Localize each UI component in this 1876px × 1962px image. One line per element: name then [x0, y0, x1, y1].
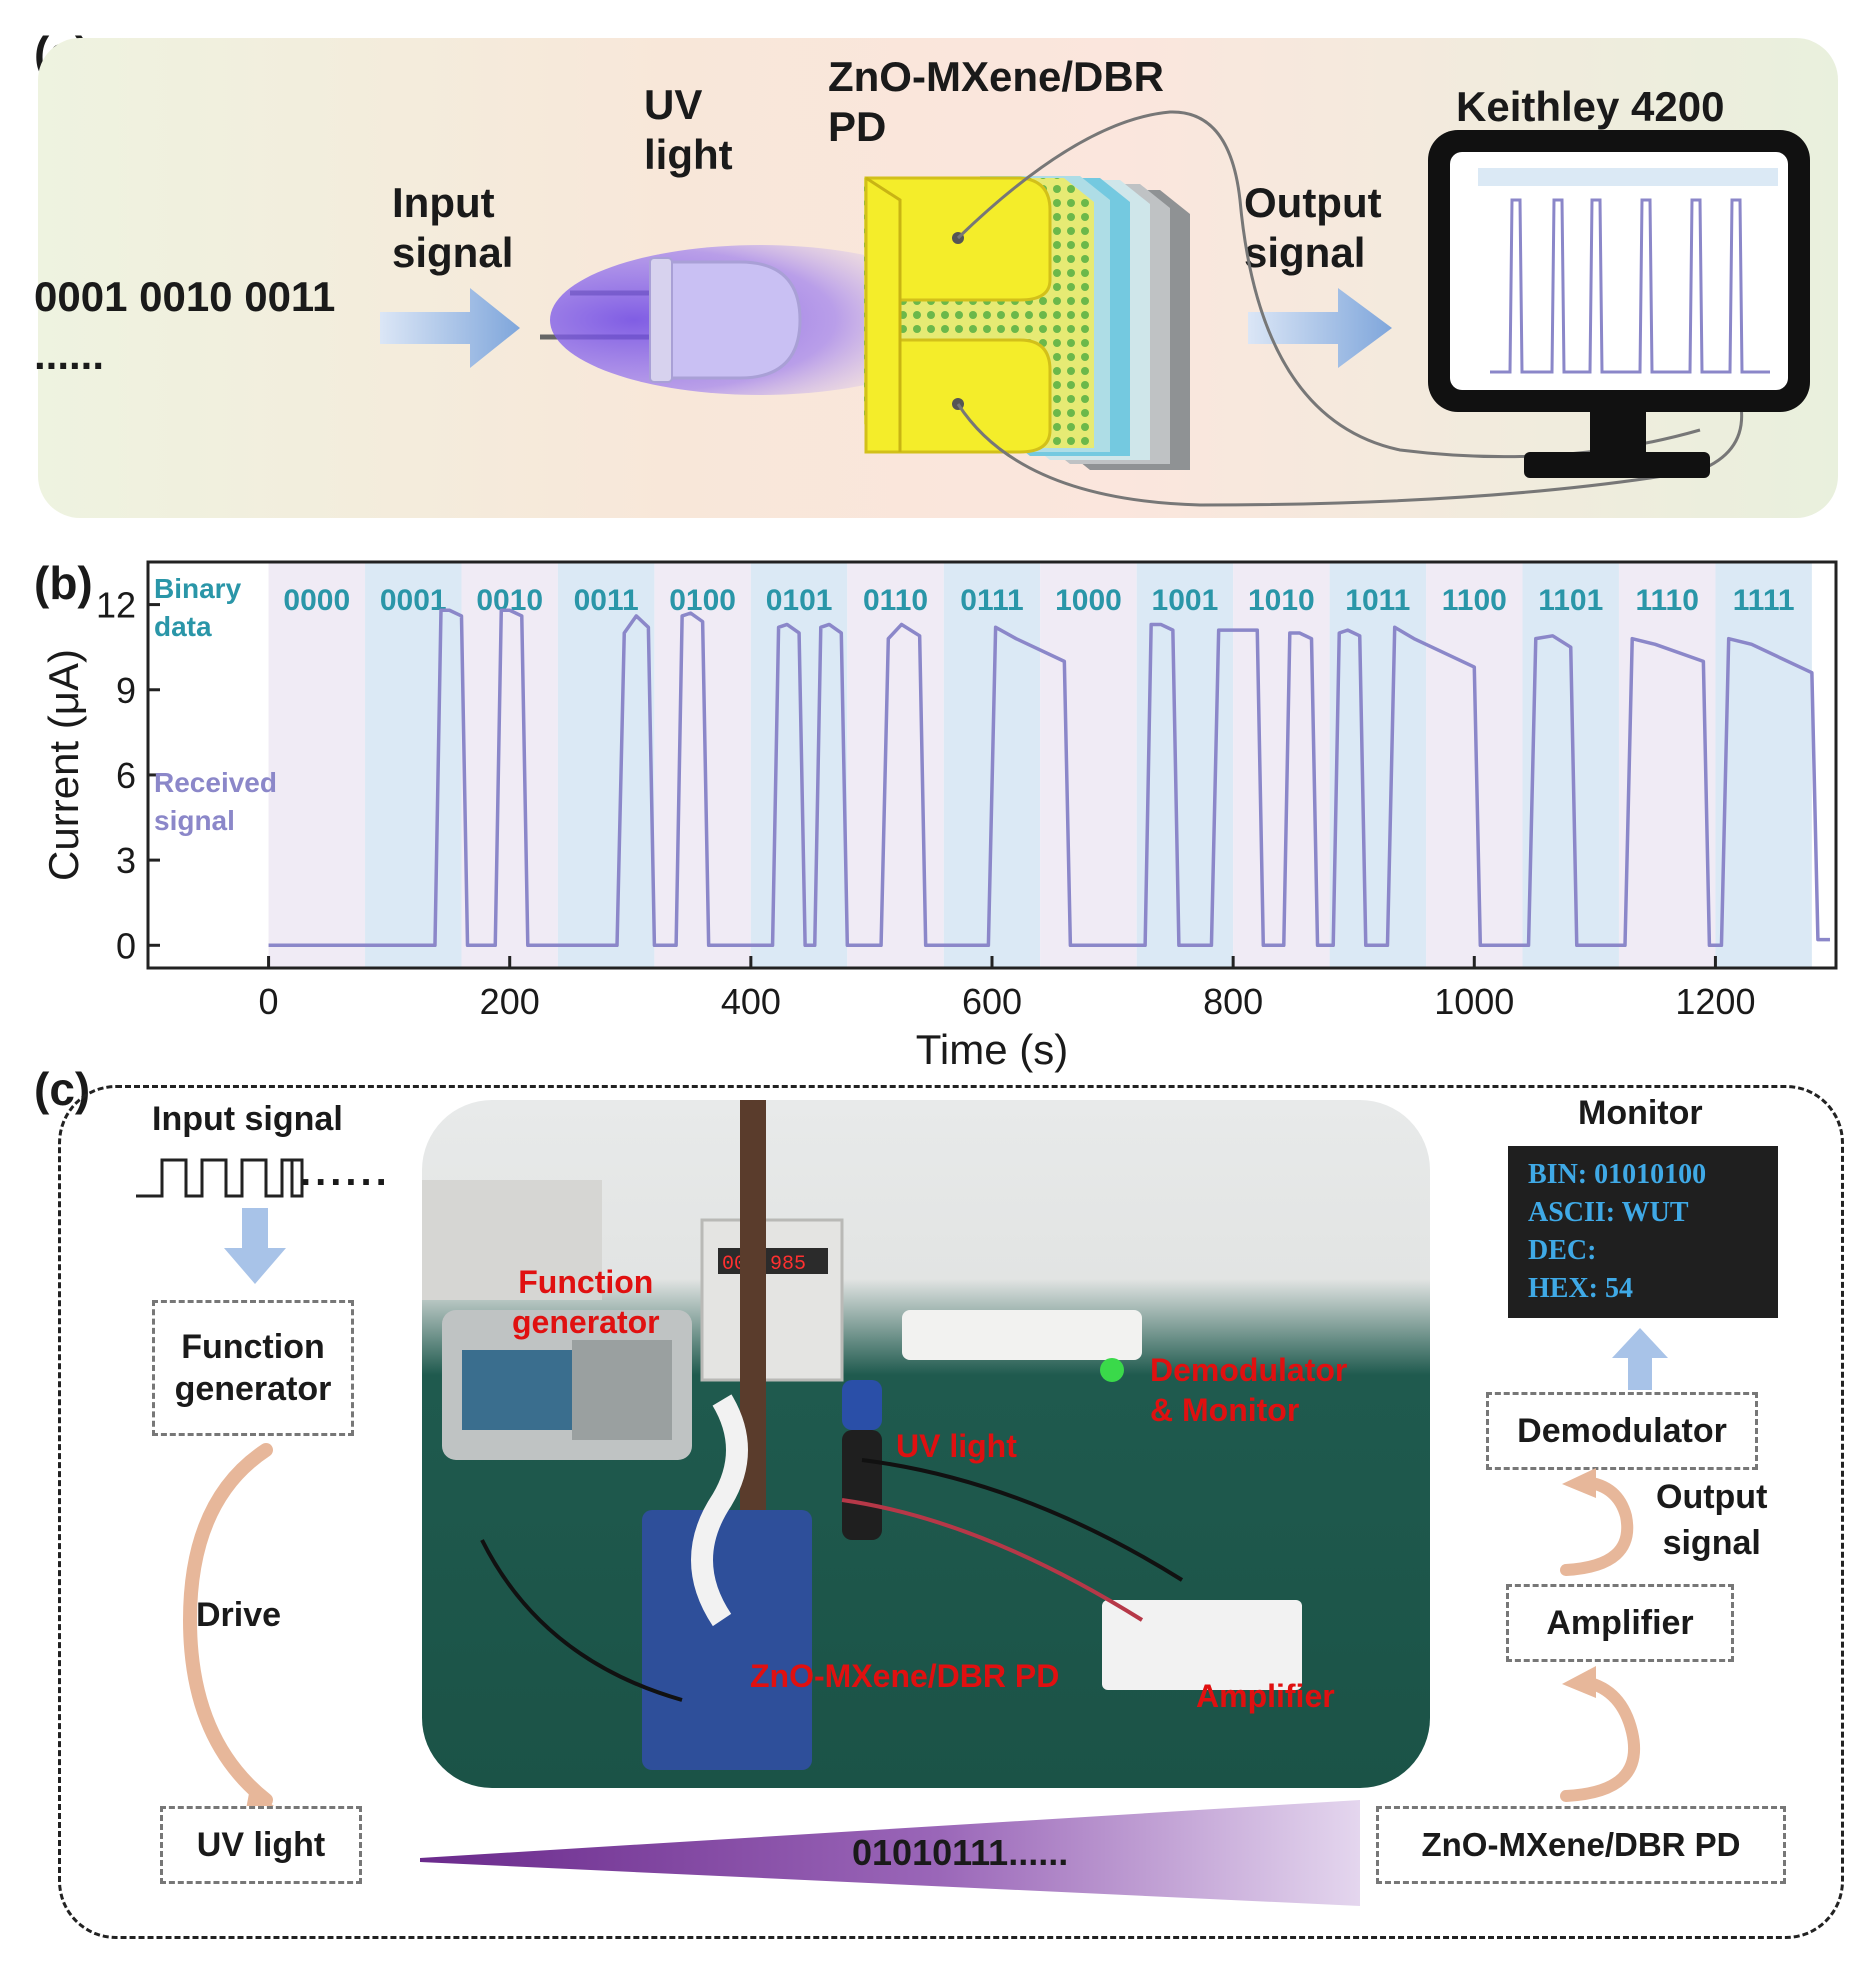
photo-label-uv-light: UV light — [896, 1428, 1017, 1464]
amplifier-box: Amplifier — [1506, 1584, 1734, 1662]
input-ellipsis: ...... — [34, 331, 105, 378]
y-tick-label: 6 — [116, 755, 136, 796]
photo-label-device: ZnO-MXene/DBR PD — [750, 1658, 1060, 1694]
monitor-title: Monitor — [1578, 1094, 1703, 1132]
photo-label-amplifier: Amplifier — [1196, 1678, 1335, 1714]
photo-label-demodulator: Demodulator & Monitor — [1150, 1352, 1348, 1428]
code-label: 0111 — [960, 584, 1023, 617]
code-label: 1000 — [1055, 584, 1122, 617]
code-label: 1001 — [1152, 584, 1219, 617]
panel-b-label: (b) — [34, 557, 93, 609]
setup-photo-graphics: 000 985 — [422, 1100, 1302, 1770]
instrument-label: Keithley 4200 — [1456, 83, 1725, 130]
x-tick-label: 1000 — [1434, 981, 1514, 1022]
input-arrow-icon — [380, 288, 520, 368]
monitor-line-dec: DEC: — [1528, 1235, 1597, 1266]
y-tick-label: 12 — [96, 585, 136, 626]
code-label: 0100 — [669, 584, 736, 617]
input-bits: 0001 0010 0011 — [34, 273, 336, 320]
down-arrow-icon — [224, 1208, 286, 1284]
input-curve-arrow-icon — [1560, 1666, 1641, 1802]
code-label: 0000 — [283, 584, 350, 617]
code-label: 0011 — [574, 584, 639, 617]
y-tick-label: 9 — [116, 670, 136, 711]
output-signal-c-label: Output signal — [1656, 1478, 1768, 1562]
output-signal-label: Output signal — [1244, 179, 1382, 276]
up-arrow-icon — [1612, 1328, 1668, 1390]
drive-label: Drive — [196, 1596, 282, 1634]
code-label: 1111 — [1733, 584, 1795, 617]
code-label: 0001 — [380, 584, 447, 617]
wave-ellipsis: ...... — [300, 1150, 391, 1194]
x-tick-label: 800 — [1203, 981, 1263, 1022]
code-label: 1011 — [1345, 584, 1410, 617]
code-shade — [847, 562, 944, 968]
received-signal-trace — [268, 608, 1830, 948]
photodetector-icon — [864, 176, 1190, 470]
received-signal-label: Received signal — [154, 767, 277, 836]
uv-light-box: UV light — [160, 1806, 362, 1884]
square-wave-icon — [136, 1158, 304, 1198]
input-signal-title: Input signal — [152, 1100, 343, 1138]
function-generator-box: Function generator — [152, 1300, 354, 1436]
code-shade — [557, 562, 655, 968]
x-tick-label: 0 — [259, 981, 279, 1022]
x-tick-label: 1200 — [1675, 981, 1755, 1022]
x-tick-label: 600 — [962, 981, 1022, 1022]
x-tick-label: 400 — [721, 981, 781, 1022]
code-shade — [1329, 562, 1427, 968]
code-label: 1100 — [1442, 584, 1507, 617]
code-shade — [1715, 562, 1812, 968]
x-tick-label: 200 — [480, 981, 540, 1022]
y-axis-label: Current (μA) — [40, 649, 87, 881]
code-label: 1101 — [1538, 584, 1603, 617]
photodetector-box: ZnO-MXene/DBR PD — [1376, 1806, 1786, 1884]
code-shade — [1426, 562, 1523, 968]
x-axis-label: Time (s) — [916, 1026, 1068, 1073]
output-curve-arrow-icon — [1560, 1468, 1634, 1576]
code-label: 1110 — [1635, 584, 1698, 617]
panel-a-graphics — [380, 110, 1810, 507]
code-shade — [1618, 562, 1716, 968]
code-label: 0101 — [766, 584, 833, 617]
code-shade — [1040, 562, 1137, 968]
y-tick-label: 3 — [116, 840, 136, 881]
monitor-line-hex: HEX: 54 — [1528, 1273, 1633, 1304]
setup-photo: 000 985 — [422, 1100, 1430, 1788]
monitor-icon — [1428, 130, 1810, 478]
code-shade — [268, 562, 366, 968]
bitstream-wedge — [420, 1800, 1360, 1906]
code-shade — [461, 562, 558, 968]
monitor-line-bin: BIN: 01010100 — [1528, 1159, 1707, 1190]
code-label: 1010 — [1248, 584, 1315, 617]
bitstream-text: 01010111...... — [852, 1832, 1069, 1873]
output-arrow-icon — [1248, 288, 1392, 368]
code-shading — [268, 562, 1812, 968]
y-axis-ticks: 0 3 6 9 12 — [96, 585, 160, 966]
code-shade — [1522, 562, 1619, 968]
y-tick-label: 0 — [116, 925, 136, 966]
code-shade — [365, 562, 462, 968]
panel-c-frame — [58, 1085, 1844, 1939]
binary-data-label: Binary data — [154, 573, 242, 642]
code-shade — [750, 562, 848, 968]
photo-label-function-generator: Function generator — [512, 1264, 660, 1340]
input-signal-label: Input signal — [392, 179, 514, 276]
device-label: ZnO-MXene/DBR PD — [828, 53, 1164, 150]
uv-light-label: UV light — [644, 81, 733, 178]
monitor-screen: BIN: 01010100 ASCII: WUT DEC: HEX: 54 — [1508, 1146, 1778, 1318]
monitor-line-ascii: ASCII: WUT — [1528, 1197, 1689, 1228]
cables — [956, 110, 1744, 507]
x-axis-ticks: 0 200 400 600 800 1000 1200 — [259, 956, 1755, 1022]
code-label: 0110 — [863, 584, 928, 617]
demodulator-box: Demodulator — [1486, 1392, 1758, 1470]
